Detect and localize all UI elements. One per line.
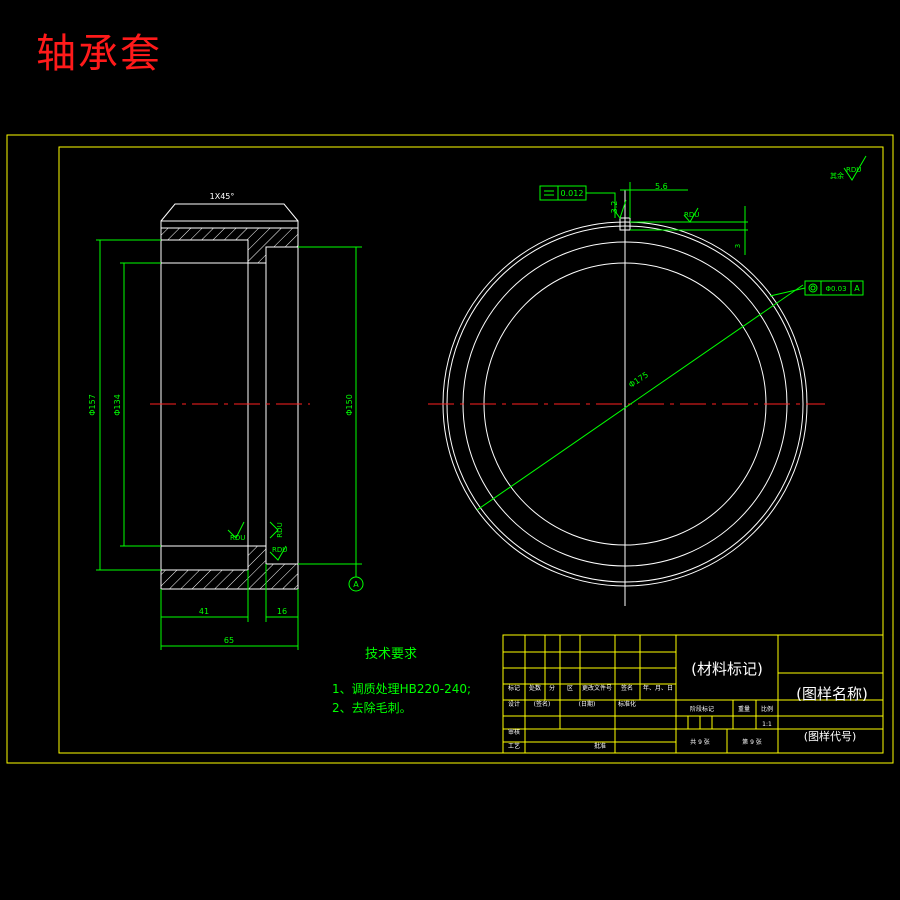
dim-slot-width: 5.6 [655,182,668,191]
circle-view: Φ175 0.012 5.6 3.2 RDU 3 Φ0.03 A 其余 [428,155,867,606]
dim-length-65: 65 [224,636,234,645]
datum-a-section: A [353,580,359,589]
title-block: (材料标记) (图样名称) (图样代号) 标记 处数 分 区 更改文件号 签名 … [502,634,884,754]
tech-item-2: 2、去除毛刺。 [332,700,412,715]
dim-length-16: 16 [277,607,287,616]
row-label-date: 年、月、日 [643,684,673,692]
chamfer-label: 1X45° [210,192,235,201]
flatness-value: 0.012 [561,189,584,198]
scale-label: 比例 [761,705,773,713]
design-label: 设计 [508,700,520,708]
tech-item-1: 1、调质处理HB220-240; [332,682,471,696]
dim-depth2: 3 [734,244,742,248]
datum-a-circle: A [854,284,860,293]
dim-slot-depth: 3.2 [610,201,619,214]
coaxiality-value: Φ0.03 [825,285,846,293]
outer-frame [6,134,894,764]
section-view: 1X45° Φ157 Φ134 Φ150 41 [88,192,364,650]
row-label-file: 更改文件号 [582,684,612,692]
sheets-total: 共 9 张 [690,738,710,746]
dim-outer-dia: Φ157 [88,394,97,416]
date-label: (日期) [579,700,596,708]
page-title: 轴承套 [36,31,162,77]
other-label: 其余 [830,171,844,180]
material-label: (材料标记) [691,660,763,678]
sheet-number: 第 9 张 [742,738,762,746]
row-label-sign: 签名 [621,684,633,692]
weight-label: 重量 [738,705,750,713]
standardization-label: 标准化 [618,700,636,708]
tech-requirements: 技术要求 1、调质处理HB220-240; 2、去除毛刺。 [332,647,471,715]
row-label-fen: 分 [549,684,555,692]
drawing-name: (图样名称) [796,685,868,703]
roughness-circle: RDU [684,211,699,219]
dim-length-41: 41 [199,607,209,616]
process-label: 工艺 [508,742,520,750]
scale-value: 1:1 [762,721,772,728]
inner-frame [58,146,884,754]
stage-mark-label: 阶段标记 [690,705,714,713]
signature-label: (签名) [534,700,551,708]
row-label-mark: 标记 [508,684,520,692]
other-roughness: RDU [846,166,861,174]
dim-circle-dia: Φ175 [627,370,650,390]
row-label-qu: 区 [567,685,573,692]
tech-heading: 技术要求 [365,647,417,662]
dim-bore-dia: Φ150 [345,394,354,416]
roughness-3: RDU [272,546,287,554]
approve-label: 批准 [594,742,606,750]
roughness-1: RDU [230,534,245,542]
row-label-count: 处数 [529,684,541,692]
dim-inner-dia: Φ134 [113,394,122,416]
roughness-2: RDU [276,522,284,537]
review-label: 审核 [508,728,520,736]
drawing-code: (图样代号) [804,729,857,743]
